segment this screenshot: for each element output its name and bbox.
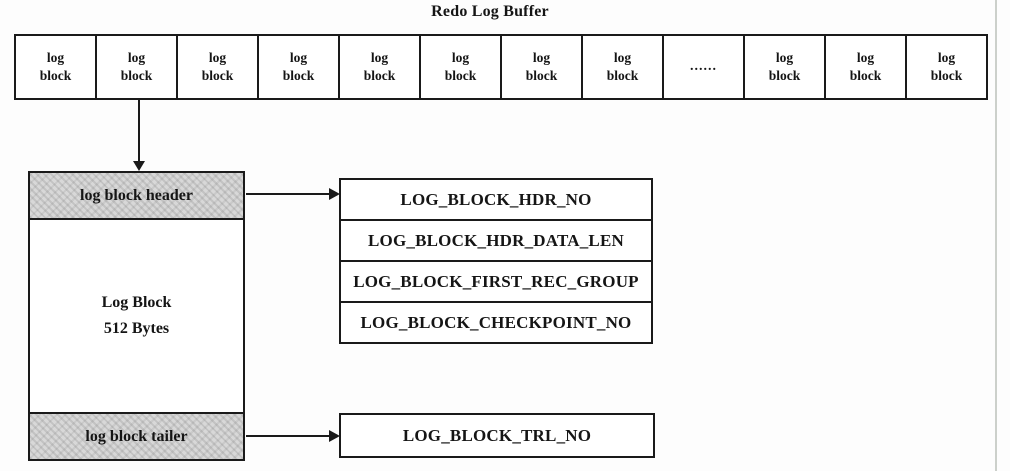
log-block-cell: log block xyxy=(826,36,907,98)
log-block-cell: log block xyxy=(97,36,178,98)
tailer-field-box: LOG_BLOCK_TRL_NO xyxy=(339,413,655,458)
arrow-header-to-fields-line xyxy=(246,193,331,195)
scan-artifact-line xyxy=(995,0,997,471)
log-block-cell: log block xyxy=(340,36,421,98)
log-block-cell: log block xyxy=(583,36,664,98)
diagram-title: Redo Log Buffer xyxy=(431,3,549,20)
header-field-row: LOG_BLOCK_CHECKPOINT_NO xyxy=(360,312,632,332)
arrow-tailer-to-field-line xyxy=(246,435,331,437)
arrow-buffer-to-block-line xyxy=(138,100,140,163)
header-field-row: LOG_BLOCK_FIRST_REC_GROUP xyxy=(341,262,651,303)
log-block-cell: log block xyxy=(930,49,963,83)
arrow-header-to-fields-head xyxy=(329,188,340,200)
log-block-header-band: log block header xyxy=(30,173,243,220)
redo-log-buffer-row: log block log block log block log block … xyxy=(14,34,988,100)
log-block-cell: log block xyxy=(16,36,97,98)
log-block-cell: log block xyxy=(421,36,502,98)
log-block-box: log block header Log Block 512 Bytes log… xyxy=(28,171,245,461)
log-block-cell: log block xyxy=(745,36,826,98)
log-block-body: Log Block 512 Bytes xyxy=(30,220,243,412)
header-field-row: LOG_BLOCK_HDR_DATA_LEN xyxy=(341,221,651,262)
header-field-row: LOG_BLOCK_HDR_NO xyxy=(341,180,651,221)
ellipsis-cell: ...... xyxy=(664,36,745,98)
header-fields-table: LOG_BLOCK_HDR_NO LOG_BLOCK_HDR_DATA_LEN … xyxy=(339,178,653,344)
arrow-tailer-to-field-head xyxy=(329,430,340,442)
arrow-buffer-to-block-head xyxy=(133,161,145,171)
log-block-cell: log block xyxy=(502,36,583,98)
log-block-body-line1: Log Block xyxy=(101,293,172,311)
log-block-cell: log block xyxy=(259,36,340,98)
log-block-tailer-band: log block tailer xyxy=(30,412,243,459)
log-block-body-line2: 512 Bytes xyxy=(103,320,170,337)
log-block-cell: log block xyxy=(178,36,259,98)
